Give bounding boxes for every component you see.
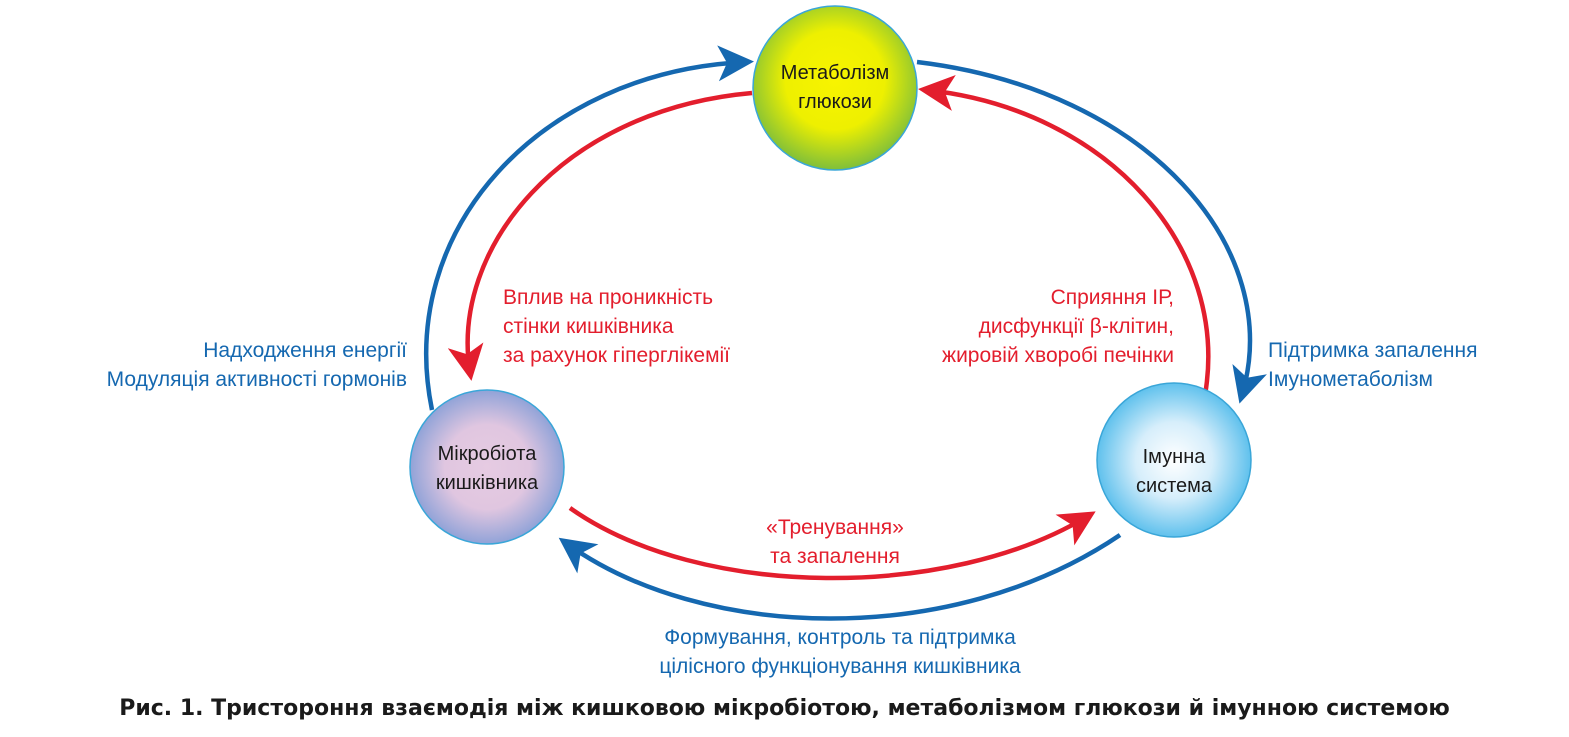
node-immune-circle bbox=[1096, 382, 1252, 538]
label-left-blue: Надходження енергії Модуляція активності… bbox=[107, 336, 407, 394]
arrow-glucose-to-microbiota bbox=[447, 90, 753, 381]
node-line: Мікробіота bbox=[437, 443, 537, 465]
label-left-red: Вплив на проникність стінки кишківника з… bbox=[503, 283, 730, 370]
label-right-blue: Підтримка запалення Імунометаболізм bbox=[1268, 336, 1478, 394]
label-line: цілісного функціонування кишківника bbox=[659, 655, 1021, 678]
node-immune-label: Імунна система bbox=[1074, 443, 1274, 501]
node-line: Метаболізм bbox=[780, 62, 890, 84]
node-line: кишківника bbox=[435, 472, 539, 494]
label-line: Надходження енергії bbox=[203, 339, 407, 362]
node-line: глюкози bbox=[798, 91, 872, 113]
node-microbiota-label: Мікробіота кишківника bbox=[387, 440, 587, 498]
arrow-immune-to-microbiota bbox=[558, 533, 1122, 621]
label-line: дисфункції β-клітин, bbox=[978, 315, 1174, 338]
label-line: Імунометаболізм bbox=[1268, 368, 1433, 391]
arrow-glucose-to-immune bbox=[916, 59, 1267, 404]
node-line: Імунна bbox=[1142, 446, 1206, 468]
arrow-microbiota-to-immune bbox=[568, 506, 1096, 581]
label-line: Сприяння ІР, bbox=[1050, 286, 1174, 309]
label-line: та запалення bbox=[770, 545, 900, 568]
arrow-immune-to-glucose bbox=[918, 75, 1211, 396]
node-line: система bbox=[1135, 475, 1213, 497]
label-bottom-red: «Тренування» та запалення bbox=[685, 513, 985, 571]
label-line: «Тренування» bbox=[766, 516, 904, 539]
label-line: жировій хворобі печінки bbox=[942, 344, 1174, 367]
label-line: Модуляція активності гормонів bbox=[106, 368, 407, 391]
arrow-microbiota-to-glucose bbox=[424, 45, 754, 411]
label-line: стінки кишківника bbox=[503, 315, 674, 338]
node-glucose-label: Метаболізм глюкози bbox=[735, 59, 935, 117]
label-line: Формування, контроль та підтримка bbox=[664, 626, 1016, 649]
node-glucose-circle bbox=[752, 5, 918, 171]
figure-caption: Рис. 1. Тристороння взаємодія між кишков… bbox=[119, 696, 1450, 721]
node-microbiota-circle bbox=[409, 389, 565, 545]
label-right-red: Сприяння ІР, дисфункції β-клітин, жирові… bbox=[942, 283, 1174, 370]
label-bottom-blue: Формування, контроль та підтримка цілісн… bbox=[590, 623, 1090, 681]
label-line: Вплив на проникність bbox=[503, 286, 714, 309]
label-line: за рахунок гіперглікемії bbox=[503, 344, 731, 367]
label-line: Підтримка запалення bbox=[1268, 339, 1478, 362]
